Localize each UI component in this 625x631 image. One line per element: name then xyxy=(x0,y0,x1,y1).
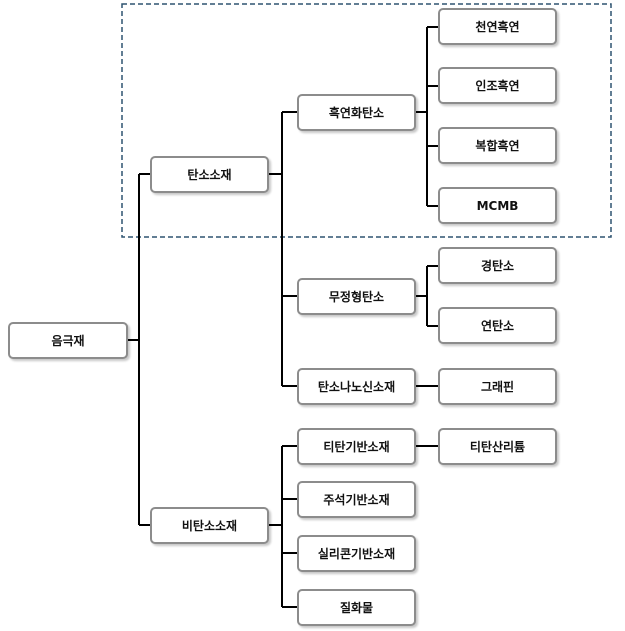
leaf-composite-graphite: 복합흑연 xyxy=(438,127,557,164)
carbon-highlight-region xyxy=(121,3,612,238)
node-nitride: 질화물 xyxy=(297,589,416,626)
leaf-hard-carbon: 경탄소 xyxy=(438,247,557,284)
node-amorphous-carbon: 무정형탄소 xyxy=(297,278,416,315)
node-graphitized-carbon: 흑연화탄소 xyxy=(297,94,416,131)
leaf-graphene: 그래핀 xyxy=(438,368,557,405)
node-carbon-nano-materials: 탄소나노신소재 xyxy=(297,368,416,405)
node-root: 음극재 xyxy=(8,322,128,359)
leaf-artificial-graphite: 인조흑연 xyxy=(438,67,557,104)
leaf-soft-carbon: 연탄소 xyxy=(438,307,557,344)
leaf-mcmb: MCMB xyxy=(438,187,557,224)
node-silicon-based: 실리콘기반소재 xyxy=(297,535,416,572)
connector-lines xyxy=(128,26,439,608)
node-titanium-based: 티탄기반소재 xyxy=(297,428,416,465)
leaf-natural-graphite: 천연흑연 xyxy=(438,8,557,45)
node-non-carbon-materials: 비탄소소재 xyxy=(150,507,269,544)
node-tin-based: 주석기반소재 xyxy=(297,481,416,518)
leaf-lithium-titanate: 티탄산리튬 xyxy=(438,428,557,465)
node-carbon-materials: 탄소소재 xyxy=(150,156,269,193)
